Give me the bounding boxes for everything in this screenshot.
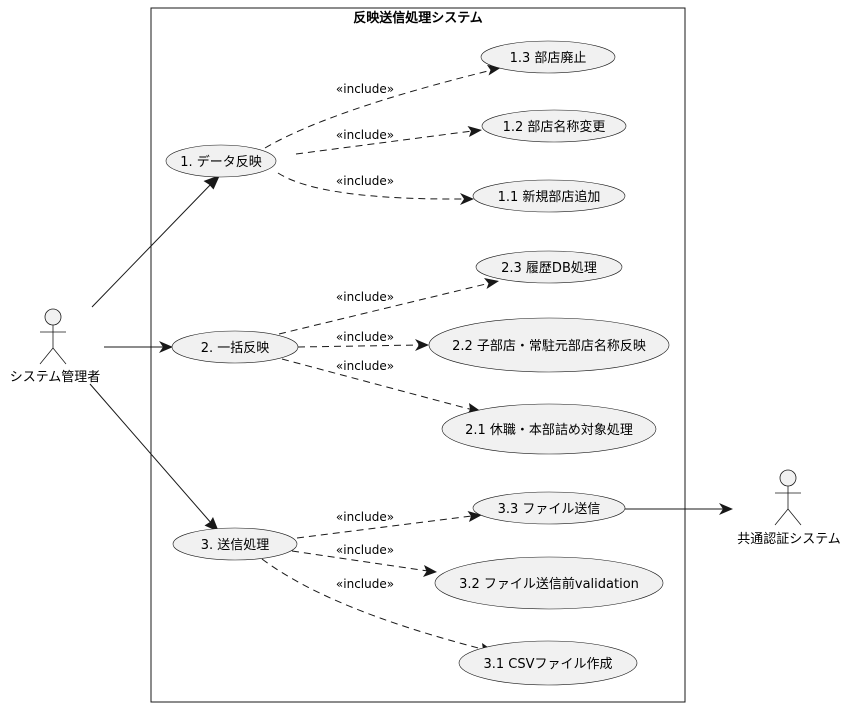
use-case-uc3_2[interactable]: 3.2 ファイル送信前validation bbox=[434, 556, 664, 610]
stereo-uc1-uc1_3: «include» bbox=[336, 82, 394, 96]
use-case-ellipse bbox=[165, 144, 277, 178]
arrow-uc1-uc1_2 bbox=[467, 126, 482, 137]
use-case-label: 3.2 ファイル送信前validation bbox=[459, 576, 639, 592]
use-case-ellipse bbox=[475, 250, 623, 284]
include-uc1-uc1_3 bbox=[264, 69, 493, 149]
stereo-uc3-uc3_2: «include» bbox=[336, 543, 394, 557]
use-case-label: 2.1 休職・本部詰め対象処理 bbox=[465, 422, 633, 438]
stereo-uc2-uc2_1: «include» bbox=[336, 359, 394, 373]
stereo-uc2-uc2_2: «include» bbox=[336, 330, 394, 344]
actor-admin-leg-left bbox=[39, 347, 54, 365]
use-case-ellipse bbox=[480, 40, 616, 74]
use-case-label: 1. データ反映 bbox=[180, 154, 262, 170]
include-uc3-uc3_1 bbox=[261, 558, 487, 651]
use-case-uc1_3[interactable]: 1.3 部店廃止 bbox=[480, 40, 616, 74]
system-boundary bbox=[150, 7, 686, 703]
actor-admin[interactable]: システム管理者 bbox=[10, 308, 101, 385]
stereo-uc2-uc2_3: «include» bbox=[336, 290, 394, 304]
use-case-ellipse bbox=[428, 317, 670, 373]
use-case-uc1_1[interactable]: 1.1 新規部店追加 bbox=[472, 179, 626, 213]
actor-external-head bbox=[779, 469, 797, 487]
use-case-ellipse bbox=[472, 179, 626, 213]
use-case-label: 3.1 CSVファイル作成 bbox=[483, 657, 612, 672]
use-case-uc1_2[interactable]: 1.2 部店名称変更 bbox=[481, 109, 627, 143]
actor-external-leg-left bbox=[774, 508, 789, 526]
arrow-admin-uc3 bbox=[204, 517, 219, 532]
arrow-admin-uc2 bbox=[159, 341, 173, 353]
use-case-ellipse bbox=[434, 556, 664, 610]
arrow-uc1-uc1_1 bbox=[460, 193, 474, 205]
use-case-uc2_1[interactable]: 2.1 休職・本部詰め対象処理 bbox=[441, 403, 657, 455]
arrow-uc2-uc2_2 bbox=[415, 339, 429, 351]
use-case-ellipse bbox=[472, 491, 626, 525]
use-case-label: 1.3 部店廃止 bbox=[510, 50, 587, 66]
stereo-uc3-uc3_3: «include» bbox=[336, 510, 394, 524]
use-case-label: 1.1 新規部店追加 bbox=[498, 189, 601, 205]
use-case-label: 2.2 子部店・常駐元部店名称反映 bbox=[452, 338, 646, 354]
use-case-ellipse bbox=[172, 527, 298, 561]
use-case-ellipse bbox=[481, 109, 627, 143]
actor-admin-leg-right bbox=[52, 347, 67, 365]
use-case-label: 2.3 履歴DB処理 bbox=[501, 261, 597, 276]
stereo-uc1-uc1_1: «include» bbox=[336, 174, 394, 188]
use-case-uc2_2[interactable]: 2.2 子部店・常駐元部店名称反映 bbox=[428, 317, 670, 373]
system-title: 反映送信処理システム bbox=[353, 10, 483, 26]
include-uc2-uc2_2 bbox=[297, 344, 421, 348]
use-case-uc3[interactable]: 3. 送信処理 bbox=[172, 527, 298, 561]
use-case-uc2[interactable]: 2. 一括反映 bbox=[171, 330, 299, 364]
actor-external-label: 共通認証システム bbox=[737, 531, 841, 547]
use-case-uc1[interactable]: 1. データ反映 bbox=[165, 144, 277, 178]
stereo-uc3-uc3_1: «include» bbox=[336, 577, 394, 591]
use-case-label: 1.2 部店名称変更 bbox=[503, 119, 606, 135]
actor-external-leg-right bbox=[787, 508, 802, 526]
include-uc1-uc1_2 bbox=[295, 130, 473, 155]
include-uc2-uc2_1 bbox=[281, 358, 474, 411]
include-uc2-uc2_3 bbox=[278, 282, 491, 335]
use-case-label: 3. 送信処理 bbox=[201, 538, 270, 553]
actor-associations bbox=[89, 175, 733, 532]
use-case-label: 3.3 ファイル送信 bbox=[498, 502, 601, 517]
stereo-uc1-uc1_2: «include» bbox=[336, 128, 394, 142]
arrow-uc3-uc3_3 bbox=[467, 511, 482, 522]
use-case-uc2_3[interactable]: 2.3 履歴DB処理 bbox=[475, 250, 623, 284]
arrow-uc2-uc2_3 bbox=[484, 278, 499, 289]
assoc-admin-uc3 bbox=[89, 383, 213, 525]
use-case-ellipse bbox=[441, 403, 657, 455]
assoc-admin-uc1 bbox=[91, 181, 214, 308]
include-uc3-uc3_3 bbox=[296, 515, 473, 539]
use-case-uc3_1[interactable]: 3.1 CSVファイル作成 bbox=[458, 640, 638, 686]
use-case-uc3_3[interactable]: 3.3 ファイル送信 bbox=[472, 491, 626, 525]
use-case-ellipse bbox=[458, 640, 638, 686]
arrow-uc3-uc3_2 bbox=[423, 565, 437, 577]
actor-admin-label: システム管理者 bbox=[10, 370, 101, 385]
actor-external[interactable]: 共通認証システム bbox=[737, 469, 841, 547]
use-case-label: 2. 一括反映 bbox=[201, 341, 270, 356]
actor-admin-head bbox=[44, 308, 62, 326]
include-relations: «include» «include» «include» «include» … bbox=[261, 65, 502, 655]
arrow-uc3_3-external bbox=[719, 503, 733, 515]
arrow-admin-uc1 bbox=[203, 175, 220, 190]
use-case-ellipse bbox=[171, 330, 299, 364]
include-uc1-uc1_1 bbox=[277, 172, 466, 200]
include-uc3-uc3_2 bbox=[291, 550, 429, 572]
